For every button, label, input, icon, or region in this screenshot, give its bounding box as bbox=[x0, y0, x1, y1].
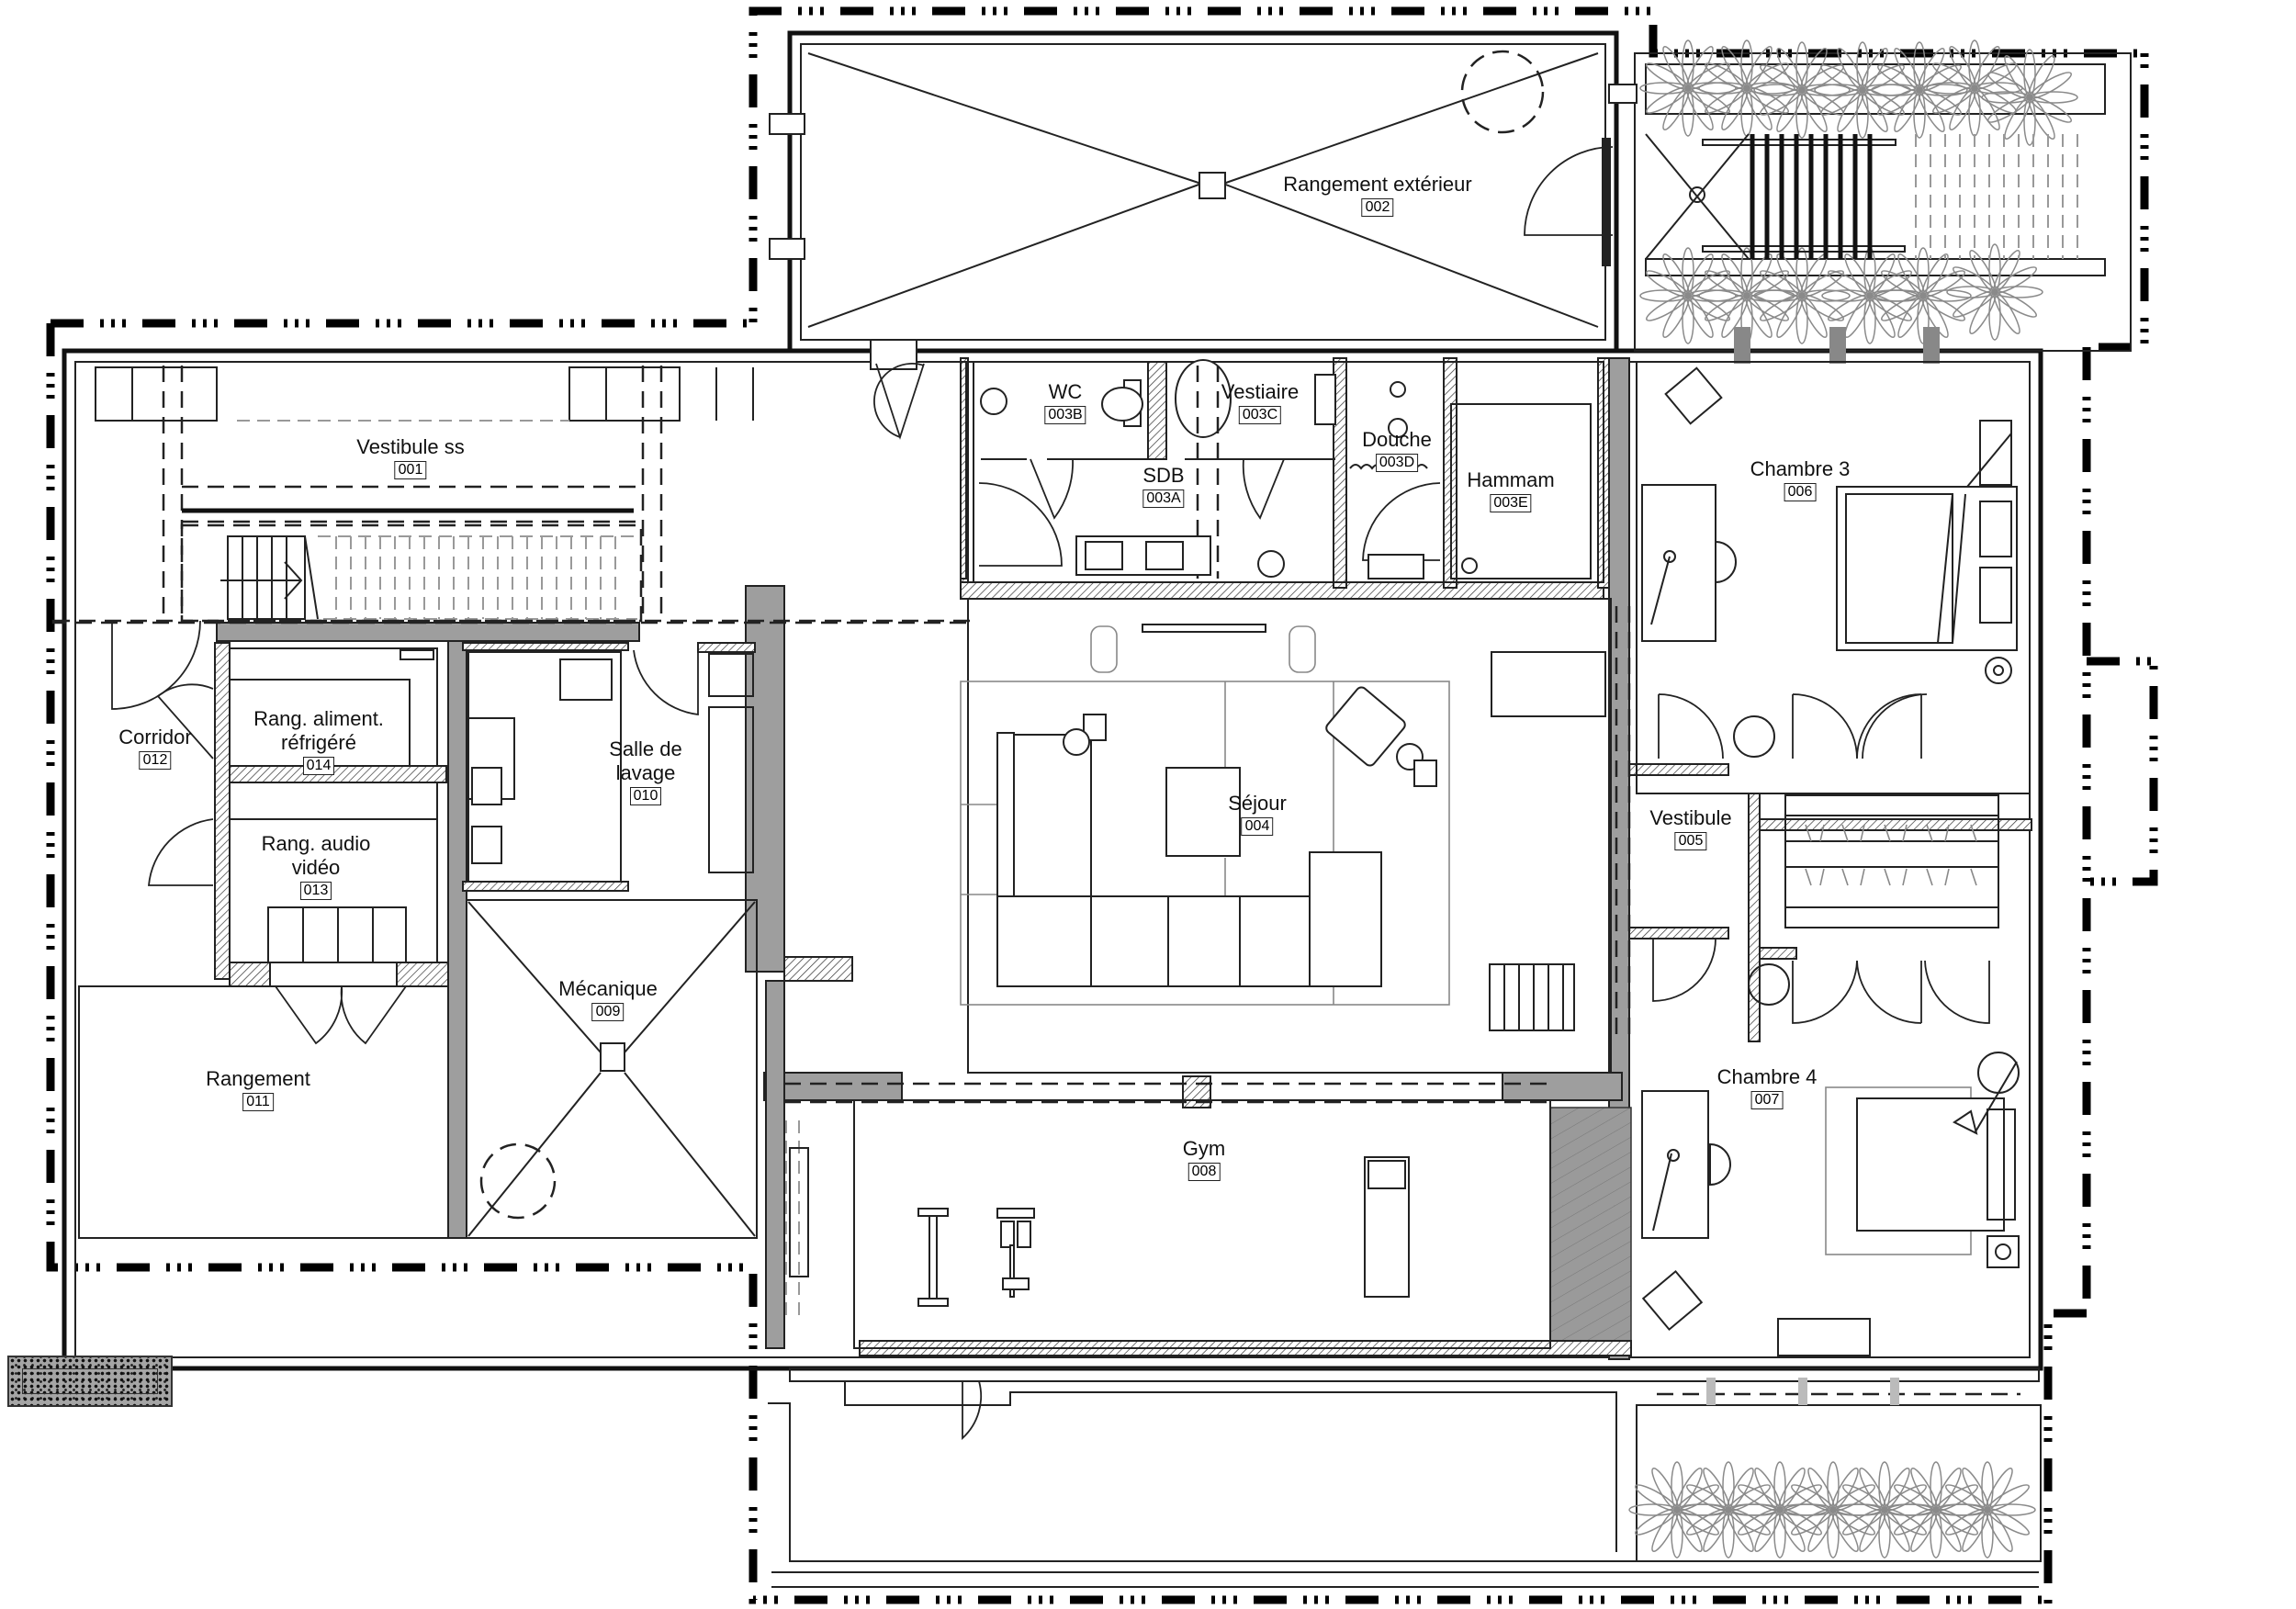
room-label-vestiaire[interactable]: Vestiaire 003C bbox=[1221, 380, 1299, 424]
room-name: Vestibule ss bbox=[356, 435, 465, 458]
room-code-badge: 014 bbox=[302, 757, 335, 775]
room-code-badge: 011 bbox=[242, 1093, 274, 1111]
room-label-mecanique[interactable]: Mécanique 009 bbox=[558, 977, 658, 1021]
room-code-badge: 001 bbox=[394, 461, 427, 479]
room-code-badge: 002 bbox=[1361, 198, 1394, 217]
room-name: Douche bbox=[1362, 428, 1432, 451]
exterior-stair-planters bbox=[1639, 39, 2106, 364]
room-label-salle-de-lavage[interactable]: Salle de lavage 010 bbox=[595, 737, 696, 805]
room-label-rang-audio-video[interactable]: Rang. audio vidéo 013 bbox=[252, 832, 380, 900]
room-name: Séjour bbox=[1228, 792, 1287, 815]
room-code-badge: 007 bbox=[1750, 1091, 1784, 1109]
room-sejour bbox=[960, 598, 1612, 1074]
room-name: Hammam bbox=[1467, 468, 1555, 491]
room-code-badge: 003E bbox=[1490, 494, 1532, 512]
planter-plants-bottom bbox=[1628, 1461, 2036, 1558]
room-name: Rang. audio vidéo bbox=[261, 832, 371, 879]
room-name: WC bbox=[1048, 380, 1083, 403]
room-code-badge: 003D bbox=[1375, 454, 1419, 472]
room-label-rang-aliment-refrigere[interactable]: Rang. aliment. réfrigéré 014 bbox=[241, 707, 397, 775]
room-label-chambre-4[interactable]: Chambre 4 007 bbox=[1716, 1065, 1818, 1109]
room-name: Rangement bbox=[206, 1067, 310, 1090]
room-name: Gym bbox=[1182, 1137, 1226, 1160]
planter-plants-top bbox=[1639, 39, 2078, 344]
room-label-rangement-exterieur[interactable]: Rangement extérieur 002 bbox=[1283, 173, 1472, 217]
room-name: Vestibule bbox=[1649, 806, 1732, 829]
room-code-badge: 003B bbox=[1044, 406, 1086, 424]
room-label-chambre-3[interactable]: Chambre 3 006 bbox=[1750, 457, 1851, 501]
room-rangement bbox=[78, 985, 449, 1239]
room-label-vestibule-ss[interactable]: Vestibule ss 001 bbox=[356, 435, 465, 479]
room-chambre-4 bbox=[1641, 960, 2020, 1356]
room-name: Rangement extérieur bbox=[1283, 173, 1472, 196]
room-label-corridor[interactable]: Corridor 012 bbox=[118, 726, 192, 770]
room-name: Rang. aliment. réfrigéré bbox=[253, 707, 384, 754]
room-vestibule-ss bbox=[51, 339, 974, 710]
property-line bbox=[46, 6, 2158, 1607]
room-label-hammam[interactable]: Hammam 003E bbox=[1467, 468, 1555, 512]
room-label-rangement[interactable]: Rangement 011 bbox=[206, 1067, 310, 1111]
room-gym bbox=[784, 1082, 1551, 1349]
room-code-badge: 013 bbox=[299, 882, 332, 900]
room-label-douche[interactable]: Douche 003D bbox=[1362, 428, 1432, 472]
room-chambre-3 bbox=[1636, 361, 2031, 794]
room-mecanique bbox=[466, 899, 758, 1239]
room-label-vestibule[interactable]: Vestibule 005 bbox=[1649, 806, 1732, 850]
room-label-sejour[interactable]: Séjour 004 bbox=[1228, 792, 1287, 836]
room-code-badge: 009 bbox=[591, 1003, 625, 1021]
room-name: Salle de lavage bbox=[609, 737, 682, 784]
room-name: Vestiaire bbox=[1221, 380, 1300, 403]
room-name: SDB bbox=[1142, 464, 1185, 487]
room-code-badge: 003C bbox=[1238, 406, 1282, 424]
room-code-badge: 005 bbox=[1674, 832, 1707, 850]
legend-inner-frame bbox=[22, 1368, 158, 1394]
room-name: Corridor bbox=[118, 726, 192, 748]
room-name: Chambre 4 bbox=[1716, 1065, 1818, 1088]
room-rangement-exterieur bbox=[769, 50, 1638, 328]
room-code-badge: 003A bbox=[1142, 489, 1185, 508]
room-code-badge: 004 bbox=[1241, 817, 1274, 836]
room-label-gym[interactable]: Gym 008 bbox=[1183, 1137, 1225, 1181]
material-legend-swatch bbox=[7, 1356, 173, 1407]
room-name: Chambre 3 bbox=[1750, 457, 1851, 480]
room-label-sdb[interactable]: SDB 003A bbox=[1142, 464, 1185, 508]
room-sdb-cluster bbox=[973, 359, 1604, 583]
room-vestibule-005 bbox=[1615, 606, 1999, 1038]
room-label-wc[interactable]: WC 003B bbox=[1044, 380, 1086, 424]
room-name: Mécanique bbox=[558, 977, 658, 1000]
room-code-badge: 008 bbox=[1187, 1163, 1221, 1181]
room-code-badge: 010 bbox=[629, 787, 662, 805]
room-code-badge: 006 bbox=[1784, 483, 1817, 501]
bottom-terrace bbox=[768, 1367, 2042, 1588]
room-code-badge: 012 bbox=[139, 751, 172, 770]
